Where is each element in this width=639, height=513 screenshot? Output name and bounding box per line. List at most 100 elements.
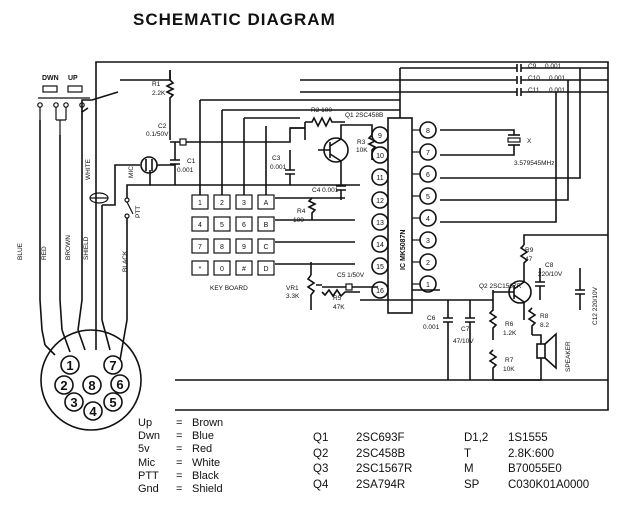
mic-label: MIC <box>128 166 135 178</box>
ic-pin-right-number: 1 <box>426 282 430 289</box>
r4-label: R4 <box>297 208 306 215</box>
part-ref: Q3 <box>313 463 329 475</box>
ic-pin-left-number: 11 <box>376 175 383 182</box>
part-ref: T <box>464 447 472 460</box>
r5-label: R5 <box>333 295 342 302</box>
legend-wire-name: 5v <box>138 443 150 456</box>
part-ref: SP <box>464 478 480 491</box>
keypad-key <box>191 238 209 254</box>
c3-label: C3 <box>272 155 281 162</box>
r1-value: 2.2K <box>152 90 166 97</box>
keypad-key-label: 5 <box>220 222 224 229</box>
c10-label: C10 <box>528 75 540 82</box>
r9-label: R9 <box>525 247 534 254</box>
keypad-key-label: C <box>263 244 268 251</box>
ic-pin-left <box>371 281 389 299</box>
legend-equals: = <box>176 469 183 482</box>
r6-label: R6 <box>505 321 514 328</box>
vr1-value: 3.3K <box>286 293 300 300</box>
ic-pin-left <box>371 235 389 253</box>
speaker-label: SPEAKER <box>565 341 572 372</box>
wire-label-black: BLACK <box>122 250 129 272</box>
wire-label-brown: BROWN <box>65 235 72 260</box>
connector-pin-number: 4 <box>89 404 97 419</box>
c8-value: 220/10V <box>538 271 563 278</box>
c9-c11-capacitors <box>300 64 608 96</box>
ic-pin-right-number: 8 <box>426 128 430 135</box>
down-button-label: DWN <box>42 75 59 82</box>
legend-equals: = <box>176 483 183 495</box>
connector-pin-number: 1 <box>66 358 73 373</box>
legend-wire-name: Gnd <box>138 483 159 495</box>
keypad-key-label: 8 <box>220 244 224 251</box>
wire-label-blue: BLUE <box>17 242 24 260</box>
c6-value: 0.001 <box>423 324 440 331</box>
keypad-key <box>213 260 231 276</box>
ic-pin-left <box>371 126 389 144</box>
r7-value: 10K <box>503 366 515 373</box>
c6-label: C6 <box>427 315 436 322</box>
legend-wire-name: Up <box>138 417 153 429</box>
ic-pin-left <box>371 213 389 231</box>
wire-label-shield: SHIELD <box>83 236 90 260</box>
ic-pin-right-number: 7 <box>426 150 430 157</box>
ic-pin-left-number: 13 <box>376 220 384 227</box>
c10-value: 0.001 <box>549 75 566 82</box>
part-ref: M <box>464 463 474 475</box>
c7-value: 47/10V <box>453 338 474 345</box>
q2-label: Q2 2SC1567R <box>479 283 522 290</box>
ic-pin-left-number: 10 <box>376 153 384 160</box>
legend-row: PTT=Black <box>138 470 219 482</box>
wire-label-white: WHITE <box>85 158 92 180</box>
wire-label-red: RED <box>41 246 48 260</box>
crystal-value: 3.579545MHz <box>514 160 554 167</box>
connector-pin <box>82 375 102 395</box>
keypad-key-label: D <box>263 266 268 273</box>
r7-label: R7 <box>505 357 514 364</box>
c1-label: C1 <box>187 158 196 165</box>
keyboard-label: KEY BOARD <box>210 285 248 292</box>
cable-wires <box>39 61 609 411</box>
connector-pin <box>83 401 103 421</box>
ic-pin-left-number: 14 <box>376 242 384 249</box>
c8-label: C8 <box>545 262 554 269</box>
keypad-key <box>257 260 275 276</box>
speaker-icon <box>536 332 557 370</box>
c7-label: C7 <box>461 326 470 333</box>
part-number: 2SA794R <box>356 478 406 491</box>
c12-label: C12 220/10V <box>592 286 599 325</box>
part-ref: Q1 <box>313 432 329 444</box>
ic-pin-left-number: 9 <box>378 133 382 140</box>
part-number: 2SC458B <box>356 447 406 460</box>
keypad-key-label: A <box>264 200 269 207</box>
ic-pin-left <box>371 168 389 186</box>
ic-pin-right-number: 2 <box>426 260 430 267</box>
microphone-icon <box>140 156 158 174</box>
r6-value: 1.2K <box>503 330 517 337</box>
connector-pin-number: 5 <box>109 395 116 410</box>
legend-wire-name: Dwn <box>138 430 161 443</box>
legend-equals: = <box>176 417 183 429</box>
keypad-key-label: * <box>199 266 202 273</box>
connector-pin-number: 7 <box>109 358 116 373</box>
c2-symbol <box>179 138 187 146</box>
keypad-key-label: 3 <box>242 200 246 207</box>
keypad-key <box>235 238 253 254</box>
part-number: 2SC1567R <box>356 463 413 475</box>
vr1-label: VR1 <box>286 285 299 292</box>
r3-label: R3 <box>357 139 366 146</box>
legend-wire-color: Blue <box>192 430 215 443</box>
r1-label: R1 <box>152 81 161 88</box>
part-number: 1S1555 <box>508 432 548 444</box>
ic-label: IC MK5087N <box>400 230 407 270</box>
c3-value: 0.001 <box>270 164 287 171</box>
part-ref: Q2 <box>313 447 329 460</box>
ic-pin-left-number: 16 <box>376 288 384 295</box>
keypad-key-label: B <box>264 222 269 229</box>
ic-pin-right-number: 5 <box>426 194 430 201</box>
part-number: 2.8K:600 <box>508 447 555 460</box>
keypad-key-label: 4 <box>198 222 202 229</box>
c2-value: 0.1/50V <box>146 131 169 138</box>
